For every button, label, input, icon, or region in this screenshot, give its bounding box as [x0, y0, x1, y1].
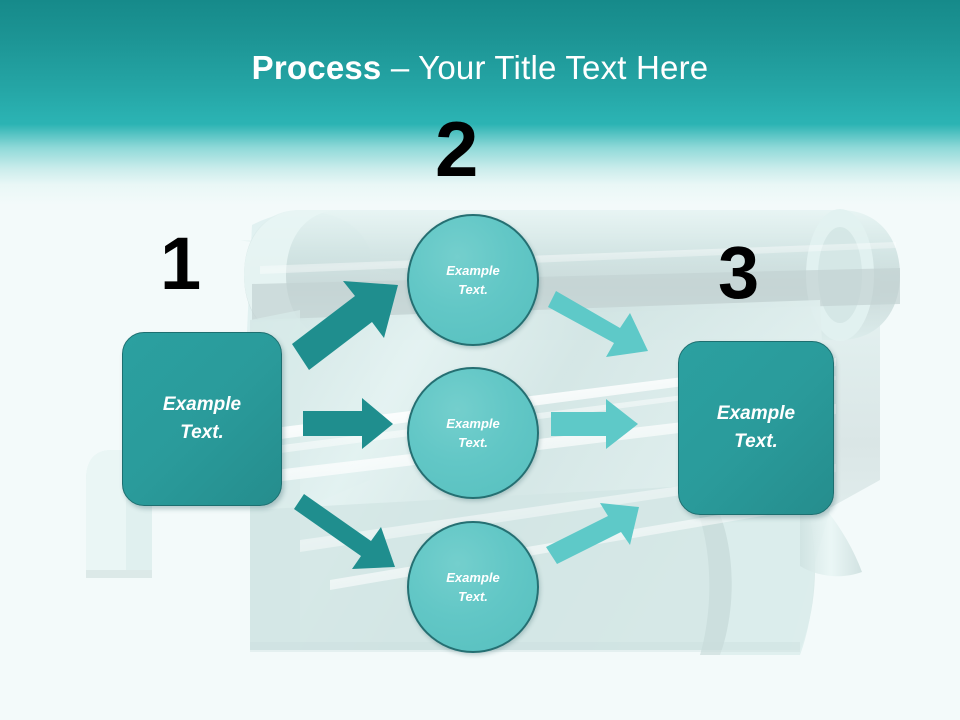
- step-number-2: 2: [435, 105, 479, 193]
- page-title-rest: – Your Title Text Here: [381, 49, 709, 86]
- step-2-circle-top-text-line-1: Example: [446, 262, 500, 278]
- step-2-circle-bottom-text-line-1: Example: [446, 569, 500, 585]
- step-3-text-line-2: Text.: [734, 431, 778, 452]
- page-title-bold: Process: [251, 49, 382, 86]
- step-2-circle-middle[interactable]: Example Text.: [407, 367, 539, 499]
- step-2-circle-middle-text-line-1: Example: [446, 415, 500, 431]
- step-3-text-line-1: Example: [716, 403, 796, 425]
- step-2-circle-middle-text-line-2: Text.: [458, 435, 488, 450]
- arrow-up-right-from-bottom-circle-icon: [546, 503, 639, 564]
- arrow-right-from-mid-circle-icon: [551, 399, 638, 449]
- arrow-down-right-to-bottom-circle-icon: [294, 494, 395, 569]
- step-3-box[interactable]: Example Text.: [678, 341, 834, 515]
- step-1-box[interactable]: Example Text.: [122, 332, 282, 506]
- step-1-text-line-1: Example: [162, 394, 242, 416]
- step-2-circle-bottom[interactable]: Example Text.: [407, 521, 539, 653]
- step-2-circle-top[interactable]: Example Text.: [407, 214, 539, 346]
- step-1-text-line-2: Text.: [180, 422, 224, 443]
- step-2-circle-bottom-text-line-2: Text.: [458, 589, 488, 604]
- step-number-1: 1: [160, 222, 202, 305]
- step-number-3: 3: [718, 231, 760, 314]
- arrow-right-to-mid-circle-icon: [303, 398, 393, 449]
- header-gradient-band: [0, 0, 960, 205]
- page-title: Process – Your Title Text Here: [0, 49, 960, 86]
- step-2-circle-top-text-line-2: Text.: [458, 282, 488, 297]
- arrow-down-right-from-top-circle-icon: [548, 291, 648, 357]
- arrow-up-right-to-top-circle-icon: [292, 281, 398, 370]
